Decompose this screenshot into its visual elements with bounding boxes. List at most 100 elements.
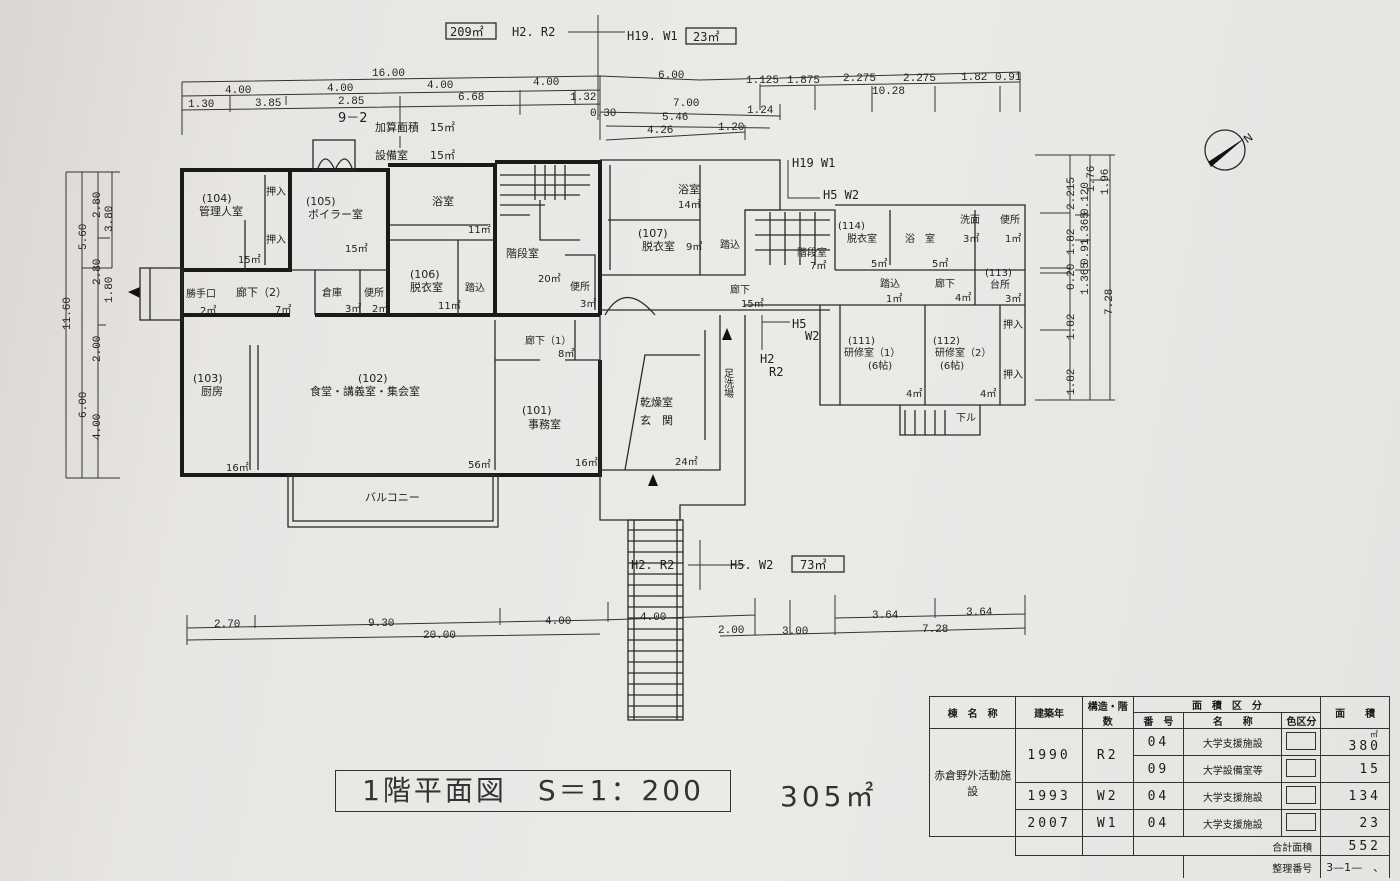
walls	[139, 139, 1026, 721]
dimension-label: 2.00	[718, 625, 744, 637]
area-summary-table: 棟 名 称 建築年 構造・階数 面 積 区 分 面 積 番 号 名 称 色区分 …	[928, 696, 1390, 879]
toilet-label: 便所	[1000, 213, 1020, 226]
row-color	[1281, 782, 1322, 810]
corridor-area: 4㎡	[955, 292, 971, 304]
dimension-label: 1.24	[747, 105, 774, 117]
dimension-label: 0.120	[1080, 182, 1092, 215]
washroom-area: 3㎡	[963, 233, 979, 245]
phase-arrow	[787, 160, 820, 199]
dimension-label: 7.28	[1104, 289, 1116, 315]
dimension-label: 6.00	[658, 70, 684, 82]
row-name: 大学支援施設	[1183, 782, 1283, 810]
foot-wash-label: 足洗場	[722, 368, 734, 399]
room-105-area: 15㎡	[345, 243, 368, 255]
room-113-number: (113)	[985, 268, 1012, 279]
area-label: 209㎡	[450, 25, 484, 39]
north-arrow-icon: N	[1204, 129, 1255, 171]
header-number: 番 号	[1132, 712, 1185, 729]
dimension-label: 2.80	[92, 259, 104, 285]
drawing-title: 1階平面図 S＝1：200	[335, 770, 731, 812]
row-number: 04	[1132, 782, 1185, 810]
floor-total-area: 305㎡	[780, 780, 878, 813]
room-111-number: (111)	[848, 336, 875, 347]
total-area: 552	[1320, 836, 1390, 856]
dimension-label: 3.80	[104, 206, 116, 232]
phase-label: H19. W1	[627, 29, 678, 43]
corridor-2-label: 廊下（2）	[236, 285, 287, 299]
stair-room-area: 7㎡	[810, 260, 826, 272]
dimension-label: 1.365	[1080, 262, 1092, 295]
toilet-area: 2㎡	[372, 303, 388, 315]
entry-step-label: 踏込	[465, 281, 485, 294]
phase-label: H19 W1	[792, 156, 835, 170]
room-105-name: ボイラー室	[308, 207, 363, 221]
empty-cell	[1081, 836, 1134, 856]
room-101-name: 事務室	[528, 417, 561, 431]
row-name: 大学設備室等	[1183, 755, 1283, 783]
phase-label: R2	[769, 365, 783, 379]
row-color	[1281, 755, 1322, 783]
room-101-area: 16㎡	[575, 457, 598, 469]
room-111-name: 研修室（1）	[844, 346, 900, 359]
row-number: 04	[1132, 728, 1185, 756]
room-labels: (104) 管理人室 15㎡ 押入 押入 (105) ボイラー室 15㎡ 浴室 …	[186, 182, 1023, 504]
stair-room-label: 階段室	[506, 246, 539, 260]
empty-cell	[930, 856, 1184, 879]
corridor-label: 廊下	[730, 283, 750, 296]
row-year: 1990	[1015, 728, 1083, 783]
phase-arrow	[761, 315, 790, 350]
dimension-label: 3.64	[966, 607, 993, 619]
added-area-note: 加算面積 15㎡	[375, 120, 455, 134]
room-104-name: 管理人室	[199, 204, 243, 218]
entry-step-label: 踏込	[720, 238, 740, 251]
dimension-label: 2.80	[92, 192, 104, 218]
color-swatch	[1286, 812, 1317, 831]
bath-label: 浴室	[678, 182, 700, 196]
phase-label: H5. W2	[730, 558, 773, 572]
phase-label: H2. R2	[512, 25, 555, 39]
color-swatch	[1286, 731, 1317, 750]
dimension-label: 2.275	[843, 73, 876, 85]
closet-label: 押入	[1003, 318, 1023, 331]
row-color	[1281, 728, 1322, 756]
corridor-area: 15㎡	[741, 298, 764, 310]
dimension-label: 0.30	[590, 108, 616, 120]
area-label: 4㎡	[906, 388, 922, 400]
dimension-label: 1.96	[1100, 169, 1112, 195]
row-number: 09	[1132, 755, 1185, 783]
dimension-label: 6.68	[458, 92, 484, 104]
reference-label: 整理番号	[1183, 855, 1322, 878]
dimension-label: 1.30	[188, 99, 214, 111]
room-101-number: (101)	[522, 404, 552, 417]
room-114-area: 5㎡	[871, 258, 887, 270]
entrance-arrow-icon	[648, 474, 658, 486]
dimension-label: 4.00	[327, 83, 353, 95]
toilet-area: 1㎡	[1005, 233, 1021, 245]
corridor-2-area: 7㎡	[275, 304, 291, 316]
header-name: 名 称	[1183, 712, 1283, 729]
room-107-number: (107)	[638, 227, 668, 240]
room-106-name: 脱衣室	[410, 280, 443, 294]
area-label: 23㎡	[693, 30, 719, 44]
entrance-area: 24㎡	[675, 456, 698, 468]
closet-label: 押入	[266, 233, 286, 246]
room-103-number: (103)	[193, 372, 223, 385]
dimension-label: 1.125	[746, 75, 779, 87]
dimension-label: 0.91	[995, 72, 1022, 84]
room-102-number: (102)	[358, 372, 388, 385]
header-building: 棟 名 称	[928, 696, 1017, 729]
row-structure: R2	[1081, 728, 1134, 783]
dimension-label: 0.91	[1080, 238, 1092, 265]
balcony-label: バルコニー	[365, 491, 420, 504]
room-111-sub: (6帖)	[868, 359, 892, 372]
phase-label: H2	[760, 352, 774, 366]
entry-step-area: 1㎡	[886, 293, 902, 305]
dimension-label: 2.70	[214, 619, 240, 631]
closet-label: 押入	[266, 185, 286, 198]
equipment-room-note: 設備室 15㎡	[375, 148, 455, 162]
dimension-label: 1.82	[1066, 314, 1078, 340]
bottom-dimensions: 2.70 9.30 4.00 4.00 20.00 2.00 3.00 3.64…	[186, 540, 1026, 645]
empty-cell	[929, 836, 1017, 856]
dimension-label: 2.85	[338, 96, 364, 108]
